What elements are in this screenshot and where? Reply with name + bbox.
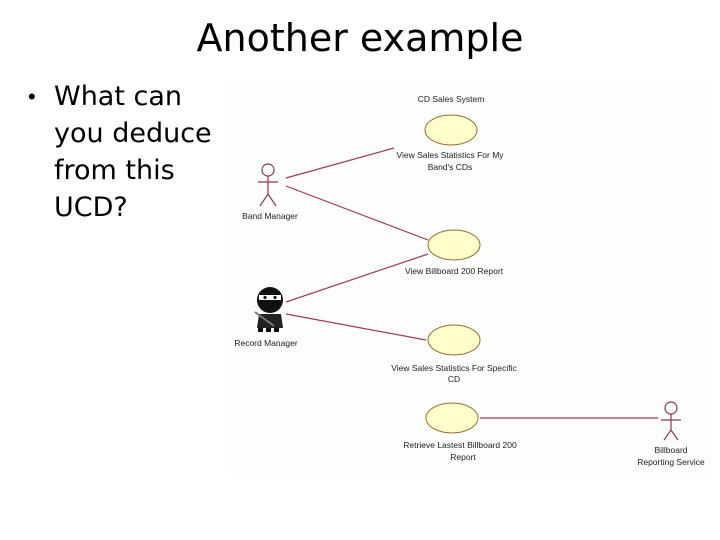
- ninja-icon: [255, 287, 283, 332]
- actor-label: Reporting Service: [637, 457, 705, 467]
- actor-band-manager: Band Manager: [242, 164, 298, 221]
- bullet-item: • What can you deduce from this UCD?: [28, 78, 218, 226]
- use-case-ellipse: [428, 230, 480, 260]
- stick-figure-icon: [258, 164, 278, 206]
- use-case-label: CD: [448, 374, 460, 384]
- actor-billboard-reporting-service: Billboard Reporting Service: [637, 402, 705, 467]
- use-case-diagram: CD Sales System View Sales Statistics Fo…: [228, 82, 712, 474]
- use-case-ellipse: [428, 325, 480, 355]
- association-record-manager-view-billboard: [286, 254, 428, 302]
- association-band-manager-view-billboard: [286, 186, 428, 240]
- actor-record-manager: Record Manager: [234, 287, 297, 348]
- use-case-label: View Sales Statistics For My: [396, 150, 504, 160]
- stick-figure-icon: [661, 402, 681, 440]
- use-case-label: View Billboard 200 Report: [405, 266, 504, 276]
- bullet-icon: •: [28, 78, 54, 115]
- association-band-manager-view-band-stats: [286, 148, 394, 178]
- association-lines: [286, 148, 658, 418]
- use-case-view-cd-stats: View Sales Statistics For Specific CD: [391, 325, 517, 384]
- use-case-retrieve-billboard: Retrieve Lastest Billboard 200 Report: [403, 403, 517, 462]
- actor-label: Record Manager: [234, 338, 297, 348]
- association-record-manager-view-cd-stats: [286, 314, 426, 340]
- system-name: CD Sales System: [418, 94, 485, 104]
- bullet-text: What can you deduce from this UCD?: [54, 78, 214, 226]
- use-case-label: View Sales Statistics For Specific: [391, 363, 517, 373]
- use-case-label: Retrieve Lastest Billboard 200: [403, 440, 517, 450]
- use-case-diagram-canvas: CD Sales System View Sales Statistics Fo…: [228, 82, 712, 474]
- slide-title: Another example: [0, 16, 720, 60]
- use-case-ellipse: [425, 115, 477, 145]
- use-case-ellipse: [426, 403, 478, 433]
- use-case-label: Report: [450, 452, 476, 462]
- actor-label: Billboard: [654, 445, 687, 455]
- bullet-list: • What can you deduce from this UCD?: [28, 78, 218, 226]
- use-case-label: Band's CDs: [428, 162, 473, 172]
- actor-label: Band Manager: [242, 211, 298, 221]
- use-case-view-band-stats: View Sales Statistics For My Band's CDs: [396, 115, 504, 172]
